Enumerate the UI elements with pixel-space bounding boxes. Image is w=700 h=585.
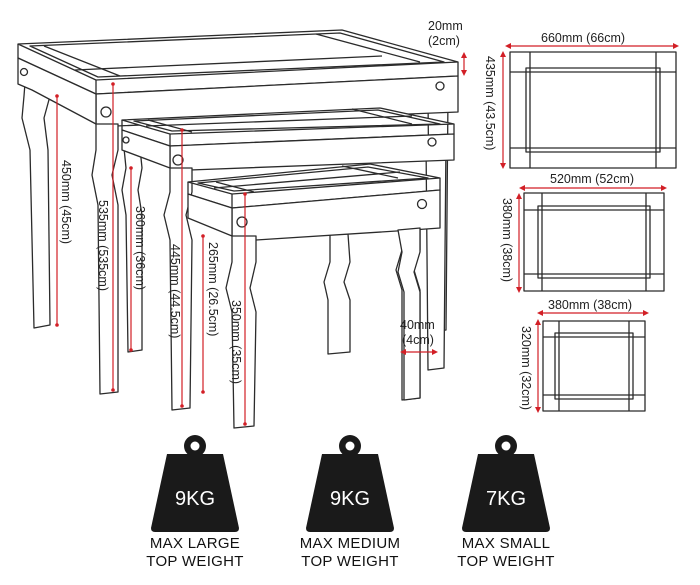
weight-icon-small: 7KG [462, 435, 550, 532]
medium-height-label: 445mm (44.5cm) [168, 244, 182, 338]
weight-value-small: 7KG [486, 488, 526, 510]
large-table [17, 29, 459, 395]
weight-caption-small-line2: TOP WEIGHT [457, 553, 554, 570]
weight-icon-medium: 9KG [306, 435, 394, 532]
small-depth-label: 320mm (32cm) [519, 326, 533, 410]
medium-width-label: 520mm (52cm) [550, 172, 634, 186]
top-thickness-label-cm: (2cm) [428, 34, 460, 48]
weight-icon-large: 9KG [151, 435, 239, 532]
weight-caption-medium-line1: MAX MEDIUM [300, 535, 401, 552]
large-height-label: 535mm (535cm) [96, 200, 110, 291]
large-depth-label: 435mm (43.5cm) [483, 56, 497, 150]
weight-caption-medium-line2: TOP WEIGHT [301, 553, 398, 570]
leg-width-label-mm: 40mm [400, 318, 435, 332]
height-dimension-lines [55, 52, 467, 426]
large-leg-clearance-label: 450mm (45cm) [59, 160, 73, 244]
large-top-plan: 660mm (66cm) 435mm (43.5cm) [483, 31, 679, 169]
medium-top-plan: 520mm (52cm) 380mm (38cm) [500, 172, 667, 293]
small-height-label: 350mm (35cm) [229, 300, 243, 384]
small-leg-clearance-label: 265mm (26.5cm) [206, 242, 220, 336]
medium-leg-clearance-label: 360mm (36cm) [133, 206, 147, 290]
large-width-label: 660mm (66cm) [541, 31, 625, 45]
weight-value-large: 9KG [175, 488, 215, 510]
weight-caption-large-line2: TOP WEIGHT [146, 553, 243, 570]
weight-caption-large-line1: MAX LARGE [150, 535, 240, 552]
leg-width-label-cm: (4cm) [402, 333, 434, 347]
height-labels: 450mm (45cm) 535mm (535cm) 360mm (36cm) … [59, 160, 243, 384]
weight-caption-small-line1: MAX SMALL [462, 535, 551, 552]
medium-depth-label: 380mm (38cm) [500, 198, 514, 282]
weight-value-medium: 9KG [330, 488, 370, 510]
top-thickness-label-mm: 20mm [428, 19, 463, 33]
small-top-plan: 380mm (38cm) 320mm (32cm) [519, 298, 649, 413]
small-table [187, 163, 441, 429]
small-width-label: 380mm (38cm) [548, 298, 632, 312]
